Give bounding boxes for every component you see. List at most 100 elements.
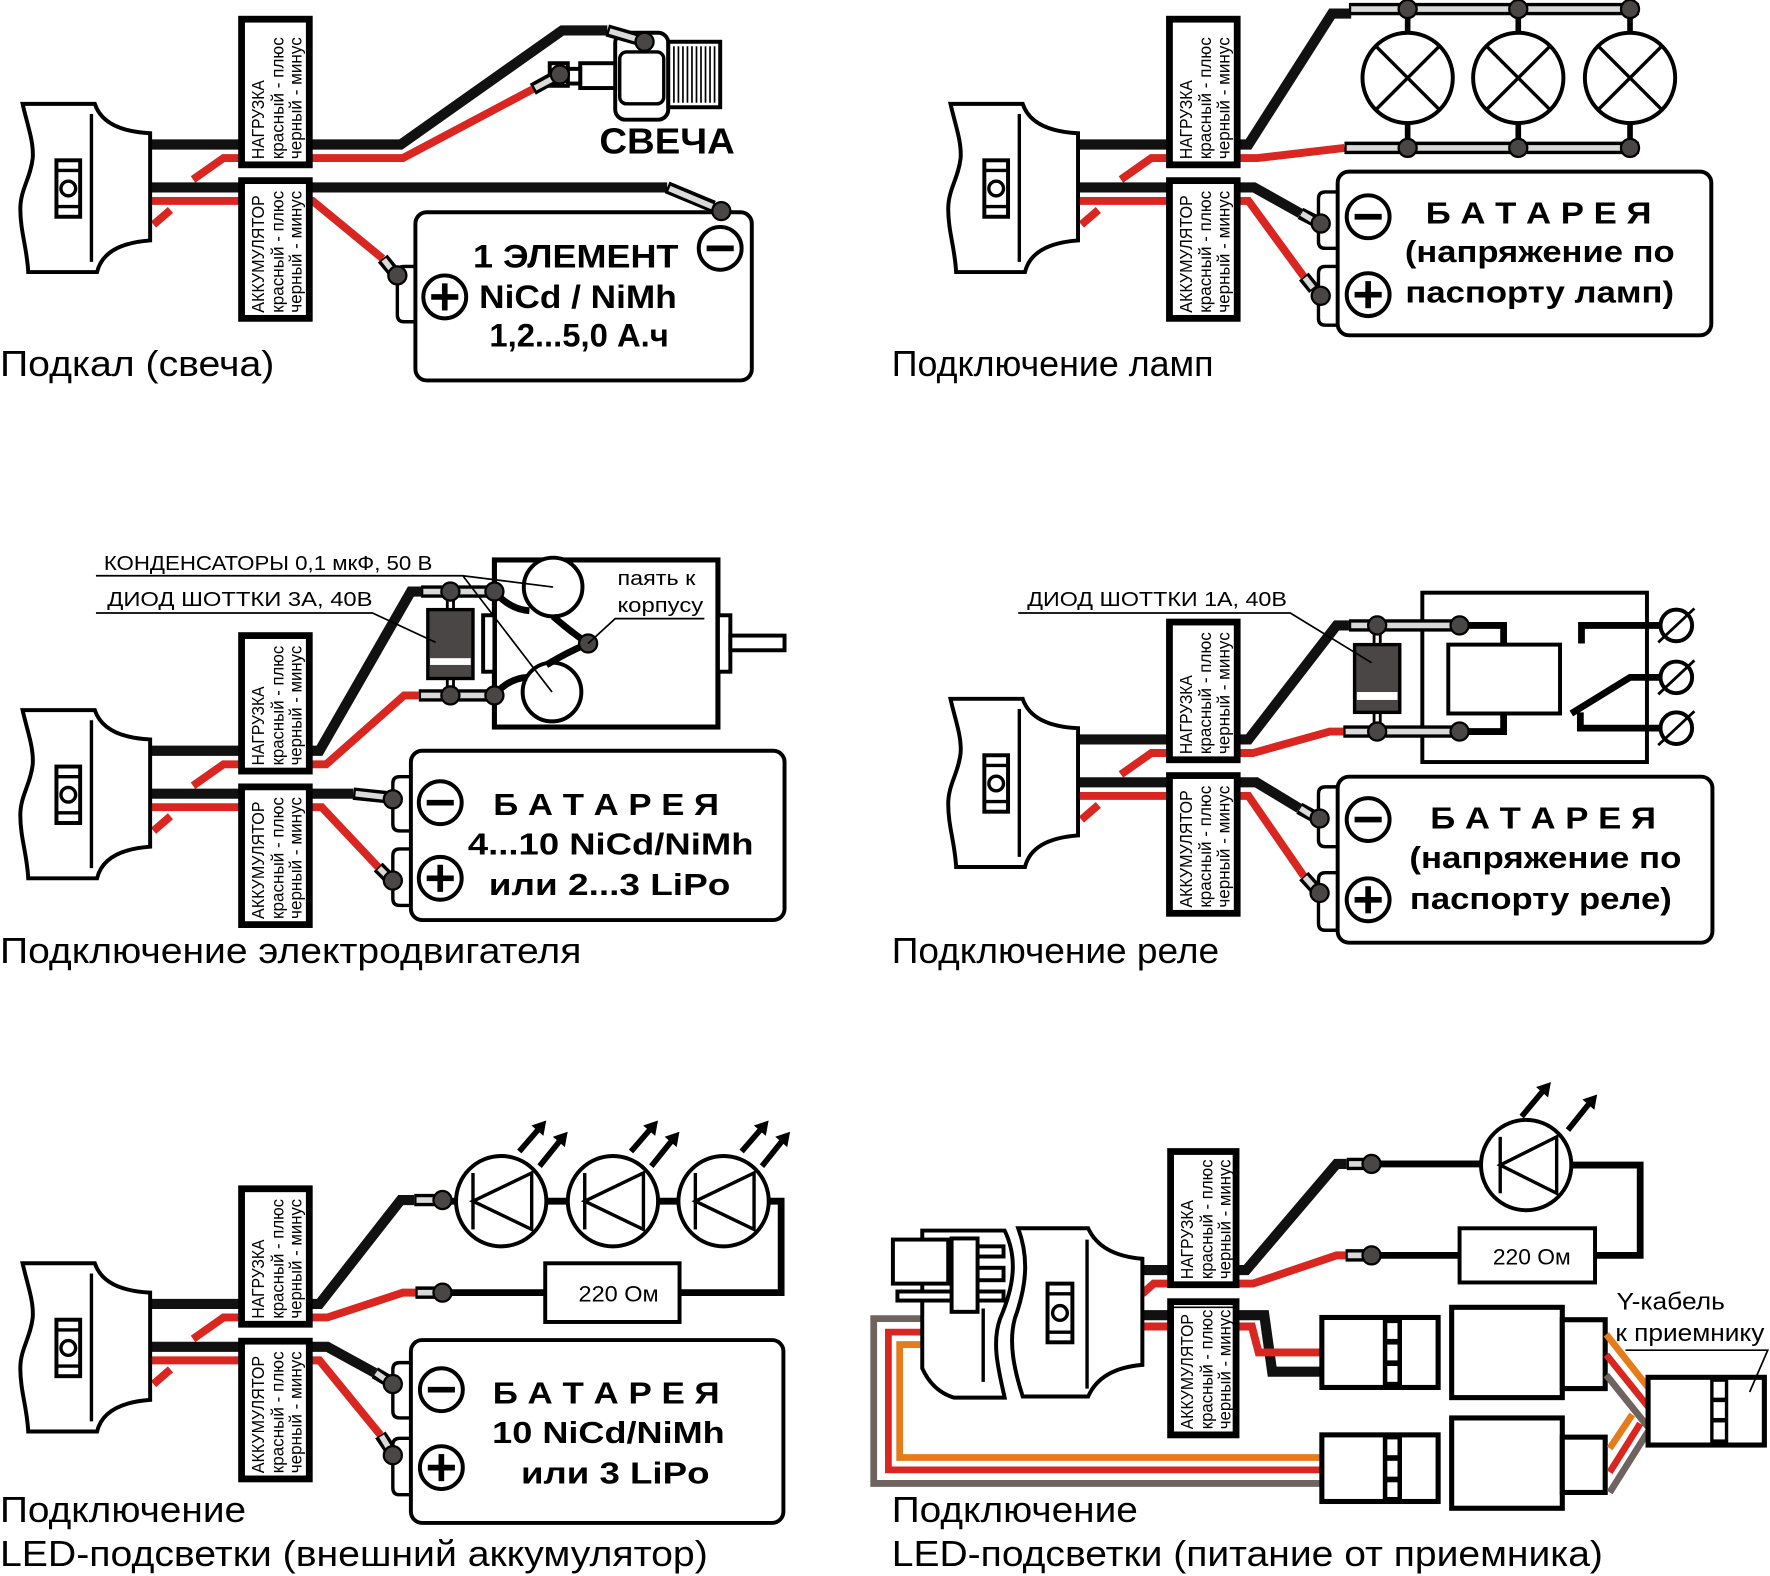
- crimp-sleeve: [375, 1431, 395, 1452]
- battery-label-plus: красный - плюс: [1195, 786, 1215, 908]
- load-wire-label: НАГРУЗКА красный - плюс черный - минус: [1166, 618, 1241, 764]
- diode-leader: [95, 612, 437, 644]
- switch-symbol-icon: [1045, 1281, 1075, 1345]
- diagram-relay: ДИОД ШОТТКИ 1А, 40В Б А Т А Р Е Я (напря…: [892, 589, 1715, 971]
- battery-minus-wire: [1078, 182, 1303, 218]
- battery-pack: Б А Т А Р Е Я 4...10 NiCd/NiMh или 2...3…: [391, 748, 787, 923]
- battery-text-line: Б А Т А Р Е Я: [493, 1376, 720, 1410]
- diagram-caption: Подключение электродвигателя: [0, 930, 581, 971]
- battery-wire-label: АККУМУЛЯТОР красный - плюс черный - мину…: [238, 783, 313, 928]
- switch-module: [18, 1261, 153, 1434]
- battery-wire-label: АККУМУЛЯТОР красный - плюс черный - мину…: [1166, 177, 1241, 322]
- terminal-ball: [1508, 137, 1529, 159]
- terminal-ball: [484, 581, 505, 602]
- load-label-minus: черный - минус: [1213, 37, 1233, 159]
- load-label-minus: черный - минус: [285, 646, 305, 766]
- switch-module: [1010, 1226, 1145, 1399]
- light-arrow-icon: [649, 1131, 680, 1168]
- load-wire-label: НАГРУЗКА красный - плюс черный - минус: [238, 1185, 313, 1328]
- load-plus-wire: [1139, 1251, 1346, 1297]
- load-label-minus: черный - минус: [1213, 632, 1233, 754]
- servo-plug-pin: [975, 1265, 1006, 1283]
- switch-module: [946, 101, 1081, 275]
- load-wire-label: НАГРУЗКА красный - плюс черный - минус: [238, 632, 313, 775]
- terminal-ball: [1309, 882, 1330, 904]
- light-arrow-icon: [517, 1120, 547, 1154]
- receiver-wire-grey: [870, 1315, 1322, 1487]
- battery-text-line: паспорту ламп): [1405, 276, 1674, 310]
- plus-bracket: [391, 1436, 411, 1497]
- battery-label-plus: красный - плюс: [267, 1351, 287, 1473]
- battery-label-minus: черный - минус: [1214, 1309, 1234, 1429]
- battery-plus-wire: [1078, 197, 1307, 279]
- terminal-ball: [440, 685, 461, 706]
- diagram-caption: Подключение: [892, 1489, 1138, 1530]
- terminal-ball: [1619, 137, 1641, 159]
- load-label-plus: красный - плюс: [1196, 1159, 1216, 1279]
- crimp-sleeve: [352, 787, 387, 804]
- battery-wire-label: АККУМУЛЯТОР красный - плюс черный - мину…: [1167, 1298, 1240, 1439]
- battery-text-line: или 3 LiPo: [521, 1456, 710, 1490]
- female-connector: [1319, 1432, 1441, 1505]
- terminal-ball: [1361, 1245, 1382, 1266]
- diagram-motor: КОНДЕНСАТОРЫ 0,1 мкФ, 50 В ДИОД ШОТТКИ 3…: [0, 553, 787, 971]
- battery-text-line: 10 NiCd/NiMh: [492, 1416, 725, 1450]
- battery-label-title: АККУМУЛЯТОР: [248, 1356, 268, 1473]
- motor-end-cap: [481, 613, 497, 674]
- diode-leader: [1018, 612, 1372, 664]
- load-label-minus: черный - минус: [285, 1199, 305, 1319]
- battery-body: [413, 210, 754, 383]
- battery-minus-wire: [1078, 777, 1302, 813]
- led: [1479, 1082, 1598, 1213]
- battery-text-line: (напряжение по: [1405, 235, 1675, 269]
- light-arrow-icon: [537, 1131, 568, 1168]
- switch-symbol-icon: [54, 1317, 83, 1379]
- battery-body: [408, 748, 787, 923]
- terminal-ball: [432, 1189, 453, 1211]
- load-label-minus: черный - минус: [1214, 1159, 1234, 1279]
- screw-terminal-icon: [1657, 710, 1696, 747]
- capacitors-leader: [95, 574, 554, 693]
- light-arrow-icon: [739, 1120, 769, 1154]
- battery-label-plus: красный - плюс: [267, 191, 287, 313]
- load-plus-wire: [150, 1288, 416, 1388]
- load-plus-wire: [1078, 727, 1344, 823]
- diagram-led-external: 220 Ом Б А Т А Р Е Я 10 NiCd/NiMh или 3 …: [0, 1120, 791, 1574]
- solder-note: паять к: [617, 568, 695, 590]
- y-cable-note: к приемнику: [1615, 1321, 1764, 1347]
- battery-label-minus: черный - минус: [1213, 786, 1233, 908]
- switch-module: [18, 708, 153, 881]
- minus-terminal-icon: [417, 1366, 465, 1414]
- lamp: [1360, 9, 1455, 148]
- diode-note: ДИОД ШОТТКИ 1А, 40В: [1027, 589, 1287, 611]
- battery-pack: Б А Т А Р Е Я (напряжение по паспорту ла…: [1316, 169, 1714, 338]
- solder-note: корпусу: [617, 595, 704, 617]
- plus-terminal-icon: [417, 1444, 465, 1492]
- terminal-ball: [634, 31, 655, 52]
- battery-text-line: Б А Т А Р Е Я: [1426, 197, 1652, 231]
- spark-plug: [547, 30, 723, 122]
- load-label-title: НАГРУЗКА: [248, 1239, 268, 1318]
- terminal-ball: [382, 1373, 403, 1395]
- battery-text-line: Б А Т А Р Е Я: [493, 788, 719, 822]
- crimp-sleeve: [664, 181, 716, 213]
- battery-minus-wire: [150, 1341, 378, 1378]
- battery-label-title: АККУМУЛЯТОР: [248, 802, 268, 919]
- load-label-plus: красный - плюс: [267, 646, 287, 766]
- plus-terminal-icon: [1344, 876, 1392, 924]
- battery-plus-wire: [150, 1356, 384, 1438]
- plug-nut-face: [618, 50, 666, 106]
- load-label-plus: красный - плюс: [1195, 37, 1215, 159]
- terminal-ball: [1310, 213, 1331, 234]
- terminal-ball: [1397, 137, 1418, 159]
- battery-label-title: АККУМУЛЯТОР: [1177, 1314, 1197, 1429]
- relay-coil: [1446, 642, 1563, 716]
- plus-terminal-icon: [416, 854, 464, 902]
- led: [454, 1120, 568, 1249]
- switch-symbol-icon: [54, 158, 83, 219]
- capacitor-icon: [520, 660, 584, 724]
- load-label-plus: красный - плюс: [267, 37, 287, 159]
- plug-thread: [666, 39, 723, 110]
- battery-pack: Б А Т А Р Е Я (напряжение по паспорту ре…: [1316, 774, 1715, 945]
- led-circuit-wire: [1371, 1160, 1644, 1259]
